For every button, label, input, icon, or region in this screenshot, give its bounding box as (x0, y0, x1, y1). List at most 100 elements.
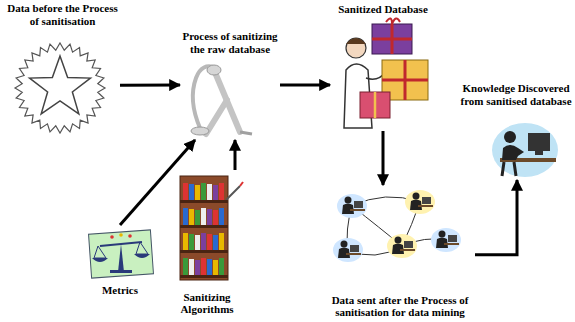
flow-arrow (120, 84, 180, 87)
network-workers-icon (392, 244, 404, 255)
network-workers-icon (345, 197, 352, 204)
network-workers-icon (338, 248, 350, 259)
bookshelf-icon (207, 184, 212, 200)
vacuum-cleaner-icon (207, 65, 221, 75)
bookshelf-icon (195, 235, 200, 250)
bookshelf-icon (213, 235, 218, 250)
network-workers-icon (395, 237, 402, 244)
bookshelf-icon (240, 182, 243, 186)
computer-user-icon (535, 151, 543, 155)
network-workers-icon (342, 204, 354, 215)
bookshelf-icon (207, 259, 212, 275)
star-burst-icon (15, 43, 105, 133)
bookshelf-icon (219, 233, 224, 250)
computer-user-icon (492, 123, 558, 177)
flow-arrow (382, 131, 385, 185)
bookshelf-icon (183, 258, 188, 275)
bookshelf-icon (207, 209, 212, 225)
bookshelf-icon (226, 186, 240, 200)
bookshelf-icon (195, 260, 200, 275)
bookshelf-icon (219, 258, 224, 275)
person-with-gifts-icon (346, 38, 366, 44)
person-with-gifts-icon (374, 92, 377, 118)
bookshelf-icon (189, 259, 194, 275)
network-workers-icon (444, 243, 459, 245)
illustration-node: Metrics (80, 225, 160, 297)
bookshelf-icon (180, 275, 228, 278)
bookshelf-icon (189, 234, 194, 250)
label-text: Sanitizing Algorithms (172, 291, 242, 316)
network-workers-icon (439, 231, 446, 238)
illustration-node: Data before the Process of sanitisation (5, 2, 120, 132)
illustration-node: Sanitizing Algorithms (172, 170, 242, 316)
network-workers-icon (333, 190, 461, 262)
person-with-gifts-icon (372, 24, 412, 54)
bookshelf-icon (195, 185, 200, 200)
computer-user-icon (502, 145, 524, 160)
bookshelf-icon (180, 225, 228, 228)
vacuum-cleaner-icon (191, 65, 252, 135)
illustration-node: Data sent after the Process of sanitisat… (325, 185, 475, 319)
balance-scale-icon (92, 254, 150, 262)
network-workers-icon (418, 205, 433, 207)
bookshelf-icon (201, 208, 206, 225)
bookshelf-icon (219, 208, 224, 225)
bookshelf-icon (180, 250, 228, 253)
bookshelf-icon (213, 185, 218, 200)
person-with-gifts-icon (386, 18, 400, 24)
bookshelf-icon (189, 209, 194, 225)
balance-scale-icon (89, 230, 154, 278)
bookshelf-icon (213, 210, 218, 225)
computer-user-icon (502, 162, 516, 176)
bookshelf-icon (189, 184, 194, 200)
star-burst-icon (15, 43, 105, 133)
flow-arrow (120, 140, 195, 225)
balance-scale-icon (110, 270, 132, 273)
network-workers-icon (413, 193, 420, 200)
network-workers-icon (350, 209, 365, 211)
network-workers-icon (448, 235, 457, 242)
network-workers-icon (404, 241, 413, 248)
bookshelf-icon (183, 233, 188, 250)
bookshelf-icon (207, 234, 212, 250)
balance-scale-icon (89, 230, 154, 278)
vacuum-cleaner-icon (191, 127, 209, 135)
vacuum-cleaner-icon (206, 100, 227, 134)
label-text: Sanitized Database (330, 3, 436, 16)
bookshelf-icon (219, 183, 224, 200)
star-burst-icon (30, 56, 91, 114)
network-workers-icon (341, 241, 348, 248)
bookshelf-icon (180, 176, 228, 280)
person-with-gifts-icon (346, 38, 366, 58)
bookshelf-icon (183, 208, 188, 225)
computer-user-icon (492, 123, 558, 177)
network-workers-icon (387, 234, 417, 258)
network-workers-icon (346, 253, 361, 255)
balance-scale-icon (118, 244, 124, 272)
computer-user-icon (504, 131, 516, 143)
label-text: Data sent after the Process of sanitisat… (325, 294, 475, 319)
network-workers-icon (405, 190, 435, 214)
flow-arrow (234, 140, 237, 170)
illustration-node: Sanitized Database (330, 3, 436, 131)
computer-user-icon (528, 133, 550, 151)
bookshelf-icon (180, 176, 243, 280)
network-workers-icon (400, 249, 415, 251)
person-with-gifts-icon (344, 18, 428, 128)
balance-scale-icon (110, 235, 114, 239)
flow-arrow (280, 83, 330, 86)
label-text: Process of sanitizing the raw database (180, 30, 280, 55)
flow-arrow (475, 180, 517, 255)
label-text: Knowledge Discovered from sanitised data… (460, 82, 572, 107)
bookshelf-icon (180, 200, 228, 203)
bookshelf-icon (201, 233, 206, 250)
bookshelf-icon (201, 258, 206, 275)
network-workers-icon (350, 245, 359, 252)
bookshelf-icon (183, 183, 188, 200)
network-workers-icon (410, 200, 422, 211)
network-workers-icon (436, 238, 448, 249)
balance-scale-icon (100, 242, 142, 246)
